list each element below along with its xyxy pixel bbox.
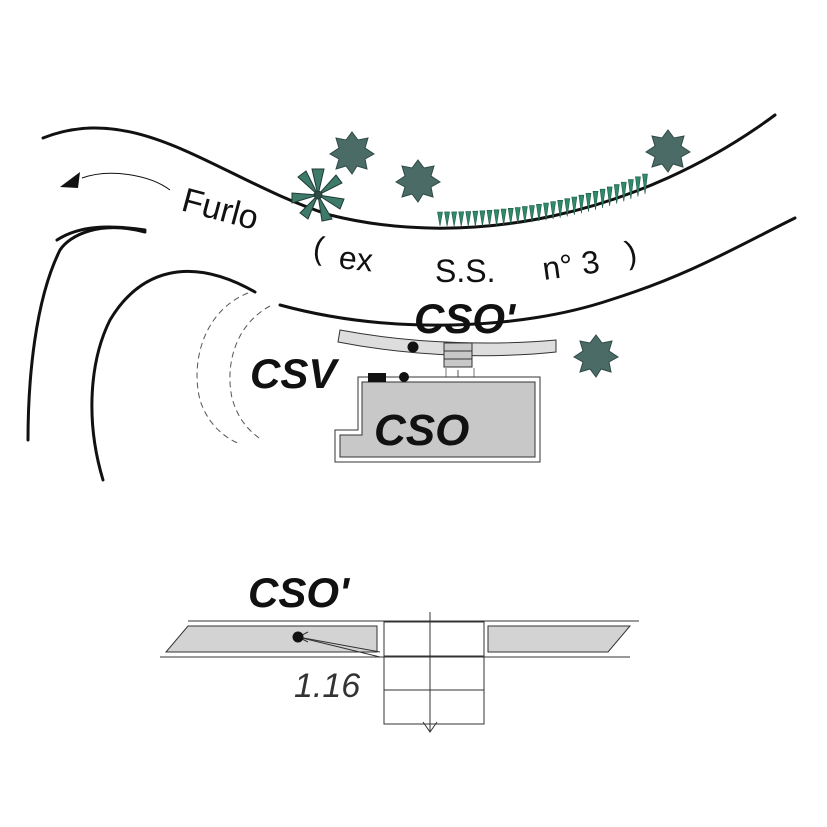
- hedge-triangle: [465, 211, 472, 227]
- tree-icon: [395, 159, 441, 203]
- north-arrow-icon: [60, 172, 171, 191]
- dashed-arcs: [196, 292, 271, 445]
- hedge-triangle: [543, 202, 549, 221]
- dashed-arc-outer: [196, 292, 249, 445]
- dashed-arc-inner: [229, 305, 271, 441]
- hedge-triangle: [620, 181, 627, 202]
- tree-icon: [573, 334, 619, 378]
- hedge-triangle: [606, 186, 613, 206]
- road-edge-south: [278, 216, 797, 327]
- hedge-triangle: [444, 211, 450, 227]
- hedge-triangle: [642, 173, 648, 195]
- hedge-triangle: [437, 211, 443, 227]
- right-ramp: [487, 625, 632, 653]
- stair-section: [383, 621, 485, 725]
- hedge-triangle: [521, 206, 528, 224]
- tree-icon: [645, 129, 691, 173]
- csv-point: [399, 372, 409, 382]
- measure-line-2: [297, 636, 381, 653]
- hedge-icon: [437, 173, 648, 227]
- hedge-triangle: [585, 193, 592, 212]
- hedge-triangle: [507, 208, 514, 225]
- road-prefix-label: ex: [337, 239, 374, 278]
- branch-curve-2: [90, 269, 257, 482]
- cso-prime-point: [407, 341, 419, 353]
- tree-icon: [329, 131, 375, 175]
- road-code-label: S.S.: [435, 253, 495, 289]
- hedge-triangle: [578, 194, 585, 214]
- road-number-label: n° 3: [540, 243, 602, 287]
- detail-section: [160, 612, 639, 733]
- hedge-triangle: [564, 198, 571, 217]
- road-paren-open: (: [311, 229, 327, 266]
- cso-prime-label: CSO': [414, 295, 517, 342]
- hedge-triangle: [514, 207, 521, 224]
- measure-line-1: [297, 636, 381, 658]
- road-edge-north: [41, 113, 777, 230]
- hedge-triangle: [613, 184, 620, 204]
- measurement-label: 1.16: [294, 667, 360, 705]
- hedge-triangle: [500, 208, 507, 226]
- hedge-triangle: [592, 191, 599, 210]
- hedge-triangle: [635, 176, 641, 197]
- hedge-triangle: [458, 211, 465, 227]
- hedge-triangle: [529, 205, 535, 223]
- cso-prime-detail-label: CSO': [248, 569, 351, 616]
- hedge-triangle: [451, 211, 457, 227]
- hedge-triangle: [557, 199, 564, 218]
- hedge-triangle: [571, 196, 578, 215]
- cso-label: CSO: [374, 406, 469, 455]
- road-paren-close: ): [622, 233, 640, 270]
- left-ramp: [164, 625, 378, 653]
- csv-marker: [368, 373, 386, 382]
- hedge-triangle: [599, 188, 606, 208]
- road-name-label: Furlo: [178, 181, 263, 238]
- hedge-triangle: [486, 210, 493, 226]
- detail-cso-point: [292, 631, 304, 643]
- hedge-triangle: [472, 210, 479, 227]
- hedge-triangle: [479, 210, 486, 227]
- branch-curve-1: [26, 226, 147, 442]
- csv-label: CSV: [250, 350, 339, 397]
- branch-curve-3: [55, 225, 147, 242]
- road-lines: [26, 113, 797, 482]
- hedge-triangle: [550, 201, 556, 220]
- hedge-triangle: [536, 204, 542, 222]
- cso-building: [334, 376, 541, 463]
- hedge-triangle: [628, 179, 634, 200]
- hedge-triangle: [493, 209, 500, 226]
- palm-icon: [291, 168, 345, 222]
